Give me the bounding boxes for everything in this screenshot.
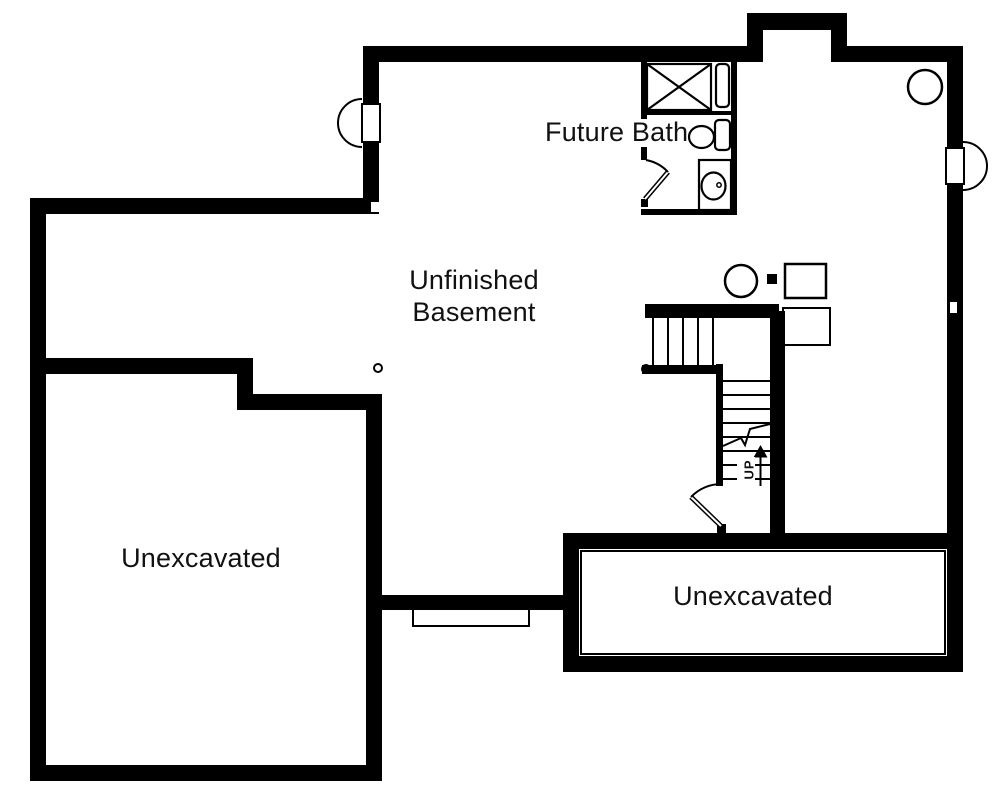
toilet-icon (687, 118, 732, 152)
utility-symbols (373, 68, 946, 655)
wall-segment (563, 533, 963, 549)
unexcavated-lower-label: Unexcavated (673, 581, 833, 611)
equipment-box-small-icon (767, 274, 777, 284)
faucet-dot (716, 182, 722, 188)
door-swing-arc (645, 159, 669, 173)
future-bath-label: Future Bath (545, 117, 689, 147)
window-well-outline (412, 608, 530, 627)
floor-drain-icon (373, 363, 383, 373)
wall-segment (641, 147, 647, 160)
wall-segment (366, 595, 563, 610)
door-openings (336, 98, 989, 191)
unexcavated-inner-outline (580, 550, 946, 655)
bathroom-walls (641, 62, 737, 215)
wall-segment (563, 533, 579, 672)
wall-notch (950, 302, 957, 313)
stair-door (689, 482, 723, 528)
wall-segment (831, 13, 847, 48)
shower-icon (645, 62, 713, 112)
equipment-box-icon (783, 262, 828, 300)
wall-segment (563, 656, 963, 672)
wall-segment (642, 365, 720, 374)
wall-segment (30, 765, 382, 781)
right-door-swing-arc (962, 141, 989, 191)
stairs (652, 317, 778, 528)
stair-break-line (722, 422, 778, 448)
bath-door-hinge-block (641, 199, 648, 207)
wall-segment (716, 364, 723, 486)
walls (30, 13, 963, 781)
wall-segment (731, 62, 737, 215)
up-arrow-head (753, 445, 768, 458)
wall-segment (747, 13, 763, 62)
wall-segment (641, 209, 737, 215)
left-door-opening (361, 103, 381, 143)
bathroom-door (643, 159, 670, 201)
bathroom-fixtures (643, 62, 733, 212)
equipment-box-icon (782, 307, 831, 346)
support-column-icon (906, 68, 944, 106)
stairs-up-label: UP (741, 459, 757, 480)
shelf-icon (714, 62, 731, 109)
newel-cap (641, 364, 651, 374)
wall-segment (770, 304, 785, 535)
utility-circle-icon (723, 263, 759, 299)
wall-segment (366, 394, 382, 781)
upper-flight-treads (652, 317, 714, 365)
wall-segment (641, 111, 737, 115)
door-leaf-inner (690, 496, 722, 527)
wall-segment (363, 46, 763, 62)
wall-segment (747, 13, 847, 30)
wall-segment (641, 62, 647, 119)
wall-segment (717, 524, 726, 538)
wall-notch (371, 202, 379, 212)
wall-segment (645, 304, 785, 318)
left-door-swing-arc (336, 98, 363, 148)
vanity-sink-icon (697, 158, 733, 212)
right-door-opening (945, 147, 965, 185)
wall-segment (237, 394, 382, 410)
wall-segment (831, 46, 963, 62)
up-label-mask (737, 457, 755, 483)
wall-segment (30, 198, 379, 214)
unfinished-basement-label-line1: Unfinished (409, 265, 539, 295)
unfinished-basement-label-line2: Basement (412, 297, 536, 327)
unfinished-basement-label: Unfinished Basement (394, 264, 554, 328)
wall-segment (30, 358, 253, 374)
wall-segment (30, 198, 46, 781)
unexcavated-left-label: Unexcavated (121, 543, 281, 573)
door-swing-arc (690, 482, 723, 498)
wall-segment (947, 46, 963, 672)
door-leaf-inner (644, 171, 669, 200)
